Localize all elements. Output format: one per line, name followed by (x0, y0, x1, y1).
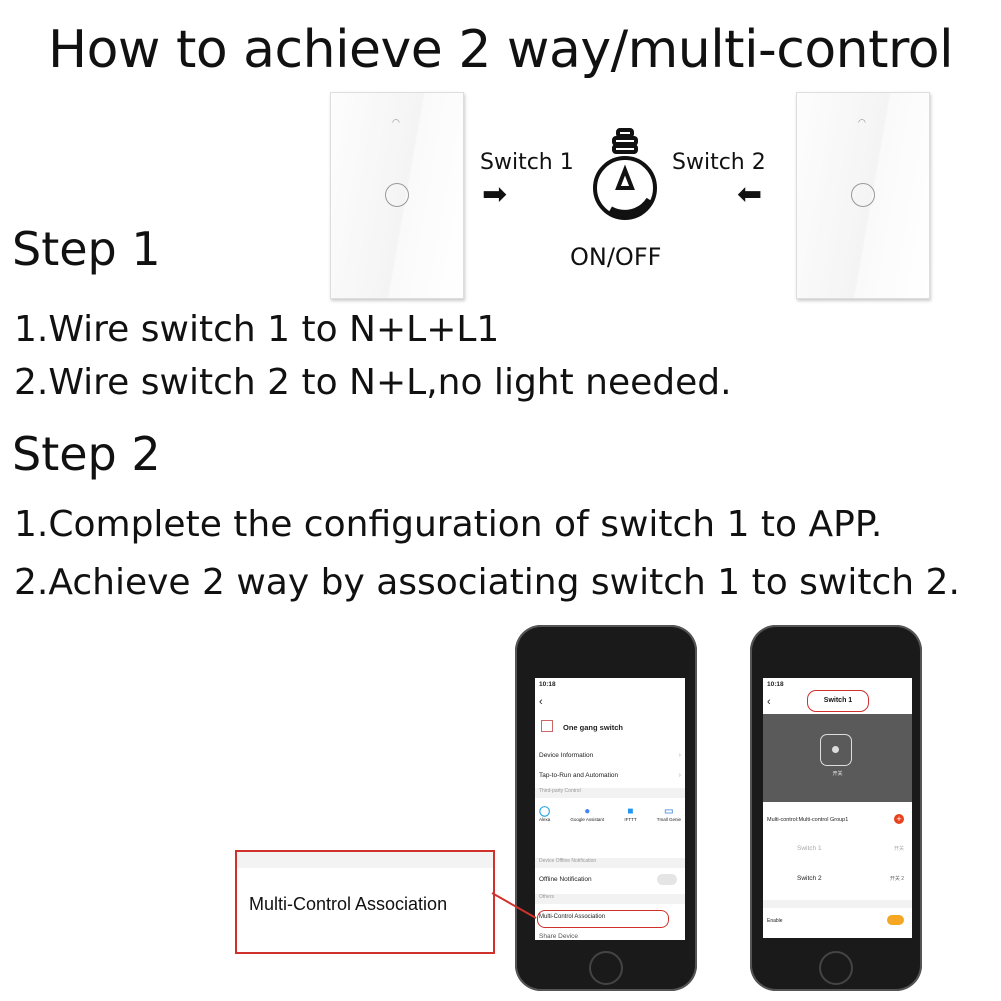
highlight-ring (537, 910, 669, 928)
add-icon[interactable]: + (894, 814, 904, 824)
step2-heading: Step 2 (12, 427, 161, 481)
step2-line-1: 1.Complete the configuration of switch 1… (14, 504, 883, 545)
light-bulb-icon (593, 128, 657, 220)
device-icon (541, 720, 553, 732)
back-icon[interactable]: ‹ (767, 696, 771, 708)
step1-line-2: 2.Wire switch 2 to N+L,no light needed. (14, 362, 732, 403)
service-google[interactable]: ●Google Assistant (570, 806, 605, 822)
switch-label: 开关 (832, 771, 843, 777)
enable-toggle[interactable] (887, 915, 904, 925)
share-device[interactable]: Share Device (539, 933, 579, 940)
switch-header: 开关 (763, 714, 912, 802)
page-title: How to achieve 2 way/multi-control (47, 20, 954, 80)
service-alexa[interactable]: ◯Alexa (539, 806, 551, 822)
offline-notification: Offline Notification (539, 876, 592, 883)
home-button[interactable] (589, 951, 623, 985)
on-off-label: ON/OFF (570, 243, 662, 271)
wifi-icon: ◠ (392, 117, 400, 127)
back-icon[interactable]: ‹ (539, 696, 543, 708)
row-switch-2-value: 开关 2 (889, 876, 904, 882)
step1-heading: Step 1 (12, 222, 161, 276)
touch-button (851, 183, 875, 207)
group-name[interactable]: Multi-control:Multi-control Group1 (767, 817, 849, 823)
switch-panel-2: ◠ (796, 92, 930, 299)
phone1-screen: 10:18 ‹ One gang switch Device Informati… (535, 678, 685, 940)
arrow-left-icon: ⬅ (737, 178, 763, 211)
home-button[interactable] (819, 951, 853, 985)
section-third-party: Third-party Control (535, 788, 685, 798)
callout-box: Multi-Control Association (235, 850, 495, 954)
menu-tap-to-run[interactable]: Tap-to-Run and Automation (539, 772, 619, 779)
phone-1: 10:18 ‹ One gang switch Device Informati… (515, 625, 697, 991)
callout-text: Multi-Control Association (249, 894, 448, 914)
step1-line-1: 1.Wire switch 1 to N+L+L1 (14, 309, 500, 350)
row-switch-1-value: 开关 (893, 846, 904, 852)
menu-device-info[interactable]: Device Information (539, 752, 594, 759)
screen-title: Switch 1 (807, 690, 869, 712)
phone-2: 10:18 ‹ Switch 1 开关 Multi-control:Multi-… (750, 625, 922, 991)
enable-label: Enable (767, 918, 783, 924)
switch2-label: Switch 2 (672, 150, 766, 175)
device-name[interactable]: One gang switch (563, 723, 624, 732)
status-time: 10:18 (767, 681, 784, 688)
step2-line-2: 2.Achieve 2 way by associating switch 1 … (14, 562, 960, 603)
phone2-screen: 10:18 ‹ Switch 1 开关 Multi-control:Multi-… (763, 678, 912, 938)
section-offline: Device Offline Notification (535, 858, 685, 868)
switch-button[interactable] (820, 734, 852, 766)
status-time: 10:18 (539, 681, 556, 688)
section-others: Others (535, 894, 685, 904)
service-ifttt[interactable]: ■IFTTT (624, 806, 637, 822)
callout-connector (491, 892, 537, 919)
switch1-label: Switch 1 (480, 150, 574, 175)
offline-toggle[interactable] (657, 874, 677, 885)
service-tmall[interactable]: ▭Tmall Genie (656, 806, 681, 822)
multi-control-association[interactable]: Multi-Control Association (539, 914, 606, 920)
arrow-right-icon: ➡ (482, 178, 508, 211)
row-switch-2[interactable]: Switch 2 (797, 875, 822, 882)
row-switch-1: Switch 1 (797, 845, 822, 852)
touch-button (385, 183, 409, 207)
wifi-icon: ◠ (858, 117, 866, 127)
switch-panel-1: ◠ (330, 92, 464, 299)
